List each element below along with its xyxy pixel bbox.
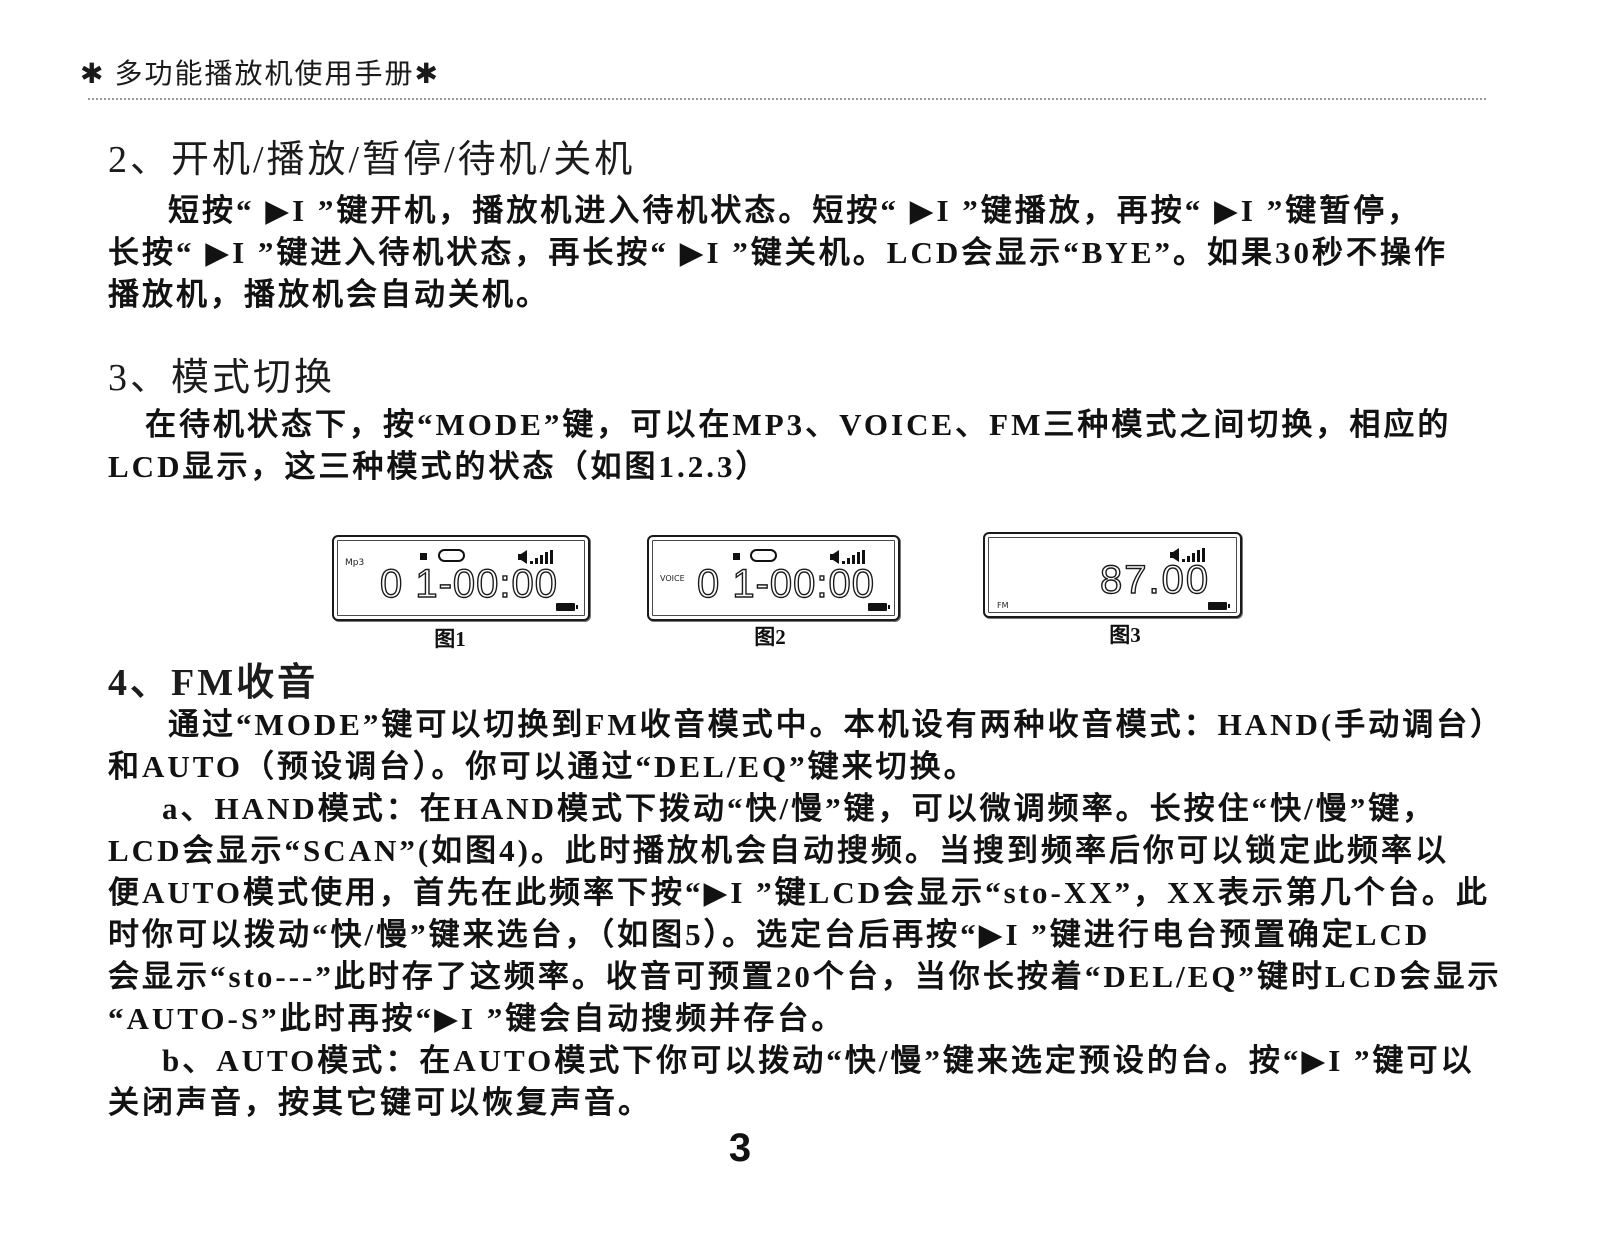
stop-indicator-icon xyxy=(420,553,427,560)
volume-bars-icon xyxy=(1182,548,1205,562)
lcd-time-digits: 0 1-00:00 xyxy=(696,562,876,606)
text-line: b、AUTO模式：在AUTO模式下你可以拨动“快/慢”键来选定预设的台。按“▶I… xyxy=(162,1043,1475,1078)
header-dotted-divider xyxy=(88,98,1486,100)
speaker-icon xyxy=(830,550,839,564)
volume-icon xyxy=(830,550,865,564)
text-line: 在待机状态下，按“MODE”键，可以在MP3、VOICE、FM三种模式之间切换，… xyxy=(145,407,1452,442)
text-line: 关闭声音，按其它键可以恢复声音。 xyxy=(108,1085,652,1120)
paragraph-auto-mode: b、AUTO模式：在AUTO模式下你可以拨动“快/慢”键来选定预设的台。按“▶I… xyxy=(108,1040,1528,1124)
paragraph-hand-mode: a、HAND模式：在HAND模式下拨动“快/慢”键，可以微调频率。长按住“快/慢… xyxy=(108,788,1528,1040)
figure-caption: 图2 xyxy=(754,625,786,649)
text-line: 播放机，播放机会自动关机。 xyxy=(108,277,550,312)
stop-indicator-icon xyxy=(733,553,740,560)
text-line: LCD会显示“SCAN”(如图4)。此时播放机会自动搜频。当搜到频率后你可以锁定… xyxy=(108,833,1449,868)
text-line: a、HAND模式：在HAND模式下拨动“快/慢”键，可以微调频率。长按住“快/慢… xyxy=(162,791,1437,826)
battery-icon xyxy=(868,603,890,611)
lcd-figure-mp3: Mp3 0 1-00:00 xyxy=(332,535,590,621)
paragraph-fm-intro: 通过“MODE”键可以切换到FM收音模式中。本机设有两种收音模式：HAND(手动… xyxy=(108,704,1528,788)
volume-icon xyxy=(518,550,553,564)
text-line: 长按“ ▶I ”键进入待机状态，再长按“ ▶I ”键关机。LCD会显示“BYE”… xyxy=(108,235,1448,270)
text-line: “AUTO-S”此时再按“▶I ”键会自动搜频并存台。 xyxy=(108,1001,846,1036)
repeat-icon xyxy=(438,549,465,562)
volume-bars-icon xyxy=(842,550,865,564)
text-line: 短按“ ▶I ”键开机，播放机进入待机状态。短按“ ▶I ”键播放，再按“ ▶I… xyxy=(168,193,1422,228)
lcd-mode-label: Mp3 xyxy=(345,558,365,568)
text-line: 时你可以拨动“快/慢”键来选台，（如图5）。选定台后再按“▶I ”键进行电台预置… xyxy=(108,917,1431,952)
figure-caption: 图1 xyxy=(434,627,466,651)
manual-header-title: ✱ 多功能播放机使用手册✱ xyxy=(80,59,440,90)
section-4-body: 通过“MODE”键可以切换到FM收音模式中。本机设有两种收音模式：HAND(手动… xyxy=(108,704,1528,1124)
paragraph-power-play: 短按“ ▶I ”键开机，播放机进入待机状态。短按“ ▶I ”键播放，再按“ ▶I… xyxy=(108,190,1528,316)
lcd-mode-label: VOICE xyxy=(660,574,685,583)
text-line: 便AUTO模式使用，首先在此频率下按“▶I ”键LCD会显示“sto-XX”，X… xyxy=(108,875,1490,910)
page-number: 3 xyxy=(728,1126,752,1170)
lcd-mode-label: FM xyxy=(997,601,1009,610)
section-heading: 3、模式切换 xyxy=(108,357,336,399)
volume-bars-icon xyxy=(530,550,553,564)
text-line: 和AUTO（预设调台）。你可以通过“DEL/EQ”键来切换。 xyxy=(108,749,978,784)
battery-icon xyxy=(1208,602,1230,610)
text-line: 通过“MODE”键可以切换到FM收音模式中。本机设有两种收音模式：HAND(手动… xyxy=(168,707,1505,742)
section-heading: 4、FM收音 xyxy=(108,662,319,704)
text-line: LCD显示，这三种模式的状态（如图1.2.3） xyxy=(108,449,770,484)
figure-caption: 图3 xyxy=(1109,623,1141,647)
volume-icon xyxy=(1170,548,1205,562)
section-2-body: 短按“ ▶I ”键开机，播放机进入待机状态。短按“ ▶I ”键播放，再按“ ▶I… xyxy=(108,190,1528,316)
lcd-frequency-digits: 87.00 xyxy=(1099,558,1211,602)
section-3-body: 在待机状态下，按“MODE”键，可以在MP3、VOICE、FM三种模式之间切换，… xyxy=(108,404,1528,488)
speaker-icon xyxy=(1170,548,1179,562)
paragraph-mode-switch: 在待机状态下，按“MODE”键，可以在MP3、VOICE、FM三种模式之间切换，… xyxy=(108,404,1528,488)
repeat-icon xyxy=(750,549,777,562)
lcd-figure-voice: VOICE 0 1-00:00 xyxy=(647,535,900,621)
lcd-figure-fm: FM 87.00 xyxy=(983,532,1242,618)
section-heading: 2、开机/播放/暂停/待机/关机 xyxy=(108,139,636,181)
text-line: 会显示“sto---”此时存了这频率。收音可预置20个台，当你长按着“DEL/E… xyxy=(108,959,1502,994)
battery-icon xyxy=(556,603,578,611)
lcd-time-digits: 0 1-00:00 xyxy=(379,562,559,606)
speaker-icon xyxy=(518,550,527,564)
